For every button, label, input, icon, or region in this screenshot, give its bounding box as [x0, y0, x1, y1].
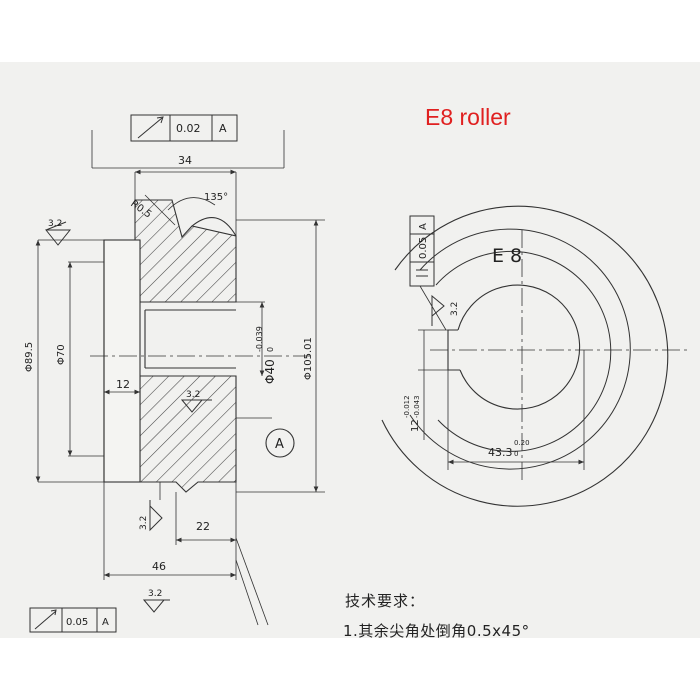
datum-a-label: A	[275, 437, 284, 452]
dim-12: 12	[116, 378, 130, 391]
rough-bottom: 3.2	[148, 589, 162, 599]
dim-46: 46	[152, 560, 166, 573]
gear-label: E 8	[492, 245, 522, 267]
control-frame-top	[130, 114, 238, 142]
right-roughness: 3.2	[450, 302, 460, 316]
roughness-symbols	[44, 221, 212, 613]
drawing-title: E8 roller	[425, 104, 511, 130]
frame-top-value: 0.02	[176, 122, 201, 135]
frame-bottom-datum: A	[102, 617, 109, 628]
rough-bore: 3.2	[186, 390, 200, 400]
datum-a	[265, 428, 295, 458]
dim-dia-89-5: Φ89.5	[24, 342, 35, 372]
rough-left: 3.2	[48, 219, 62, 229]
right-frame-datum: A	[418, 223, 429, 230]
control-frame-bottom-left	[29, 607, 117, 633]
dim-22: 22	[196, 520, 210, 533]
dim-dia-40-tol-up: -0.039	[255, 326, 264, 352]
dim-dia-105-01: Φ105.01	[303, 337, 314, 380]
keyway-depth: 43.3	[488, 446, 513, 459]
right-frame-value: 0.05	[418, 237, 429, 259]
front-view	[381, 205, 690, 507]
keyway-width-tol-low: -0.043	[413, 395, 421, 418]
dim-dia-40: Φ40	[263, 359, 277, 384]
keyway-depth-tol-low: 0	[514, 450, 518, 458]
dim-dia-40-tol-low: 0	[266, 347, 275, 352]
keyway-width: 12	[410, 419, 421, 432]
dim-34: 34	[178, 154, 192, 167]
keyway-depth-tol-up: 0.20	[514, 439, 530, 447]
dim-dia-70: Φ70	[56, 344, 67, 365]
control-frame-right	[409, 215, 445, 326]
dim-angle: 135°	[204, 192, 228, 203]
frame-top-datum: A	[219, 122, 227, 135]
requirements-heading: 技术要求：	[345, 592, 426, 610]
keyway-width-tol-up: -0.012	[403, 395, 411, 418]
rough-side: 3.2	[139, 516, 149, 530]
requirement-item-1: 1.其余尖角处倒角0.5x45°	[343, 622, 530, 640]
section-view	[35, 130, 325, 626]
frame-bottom-value: 0.05	[66, 617, 88, 628]
